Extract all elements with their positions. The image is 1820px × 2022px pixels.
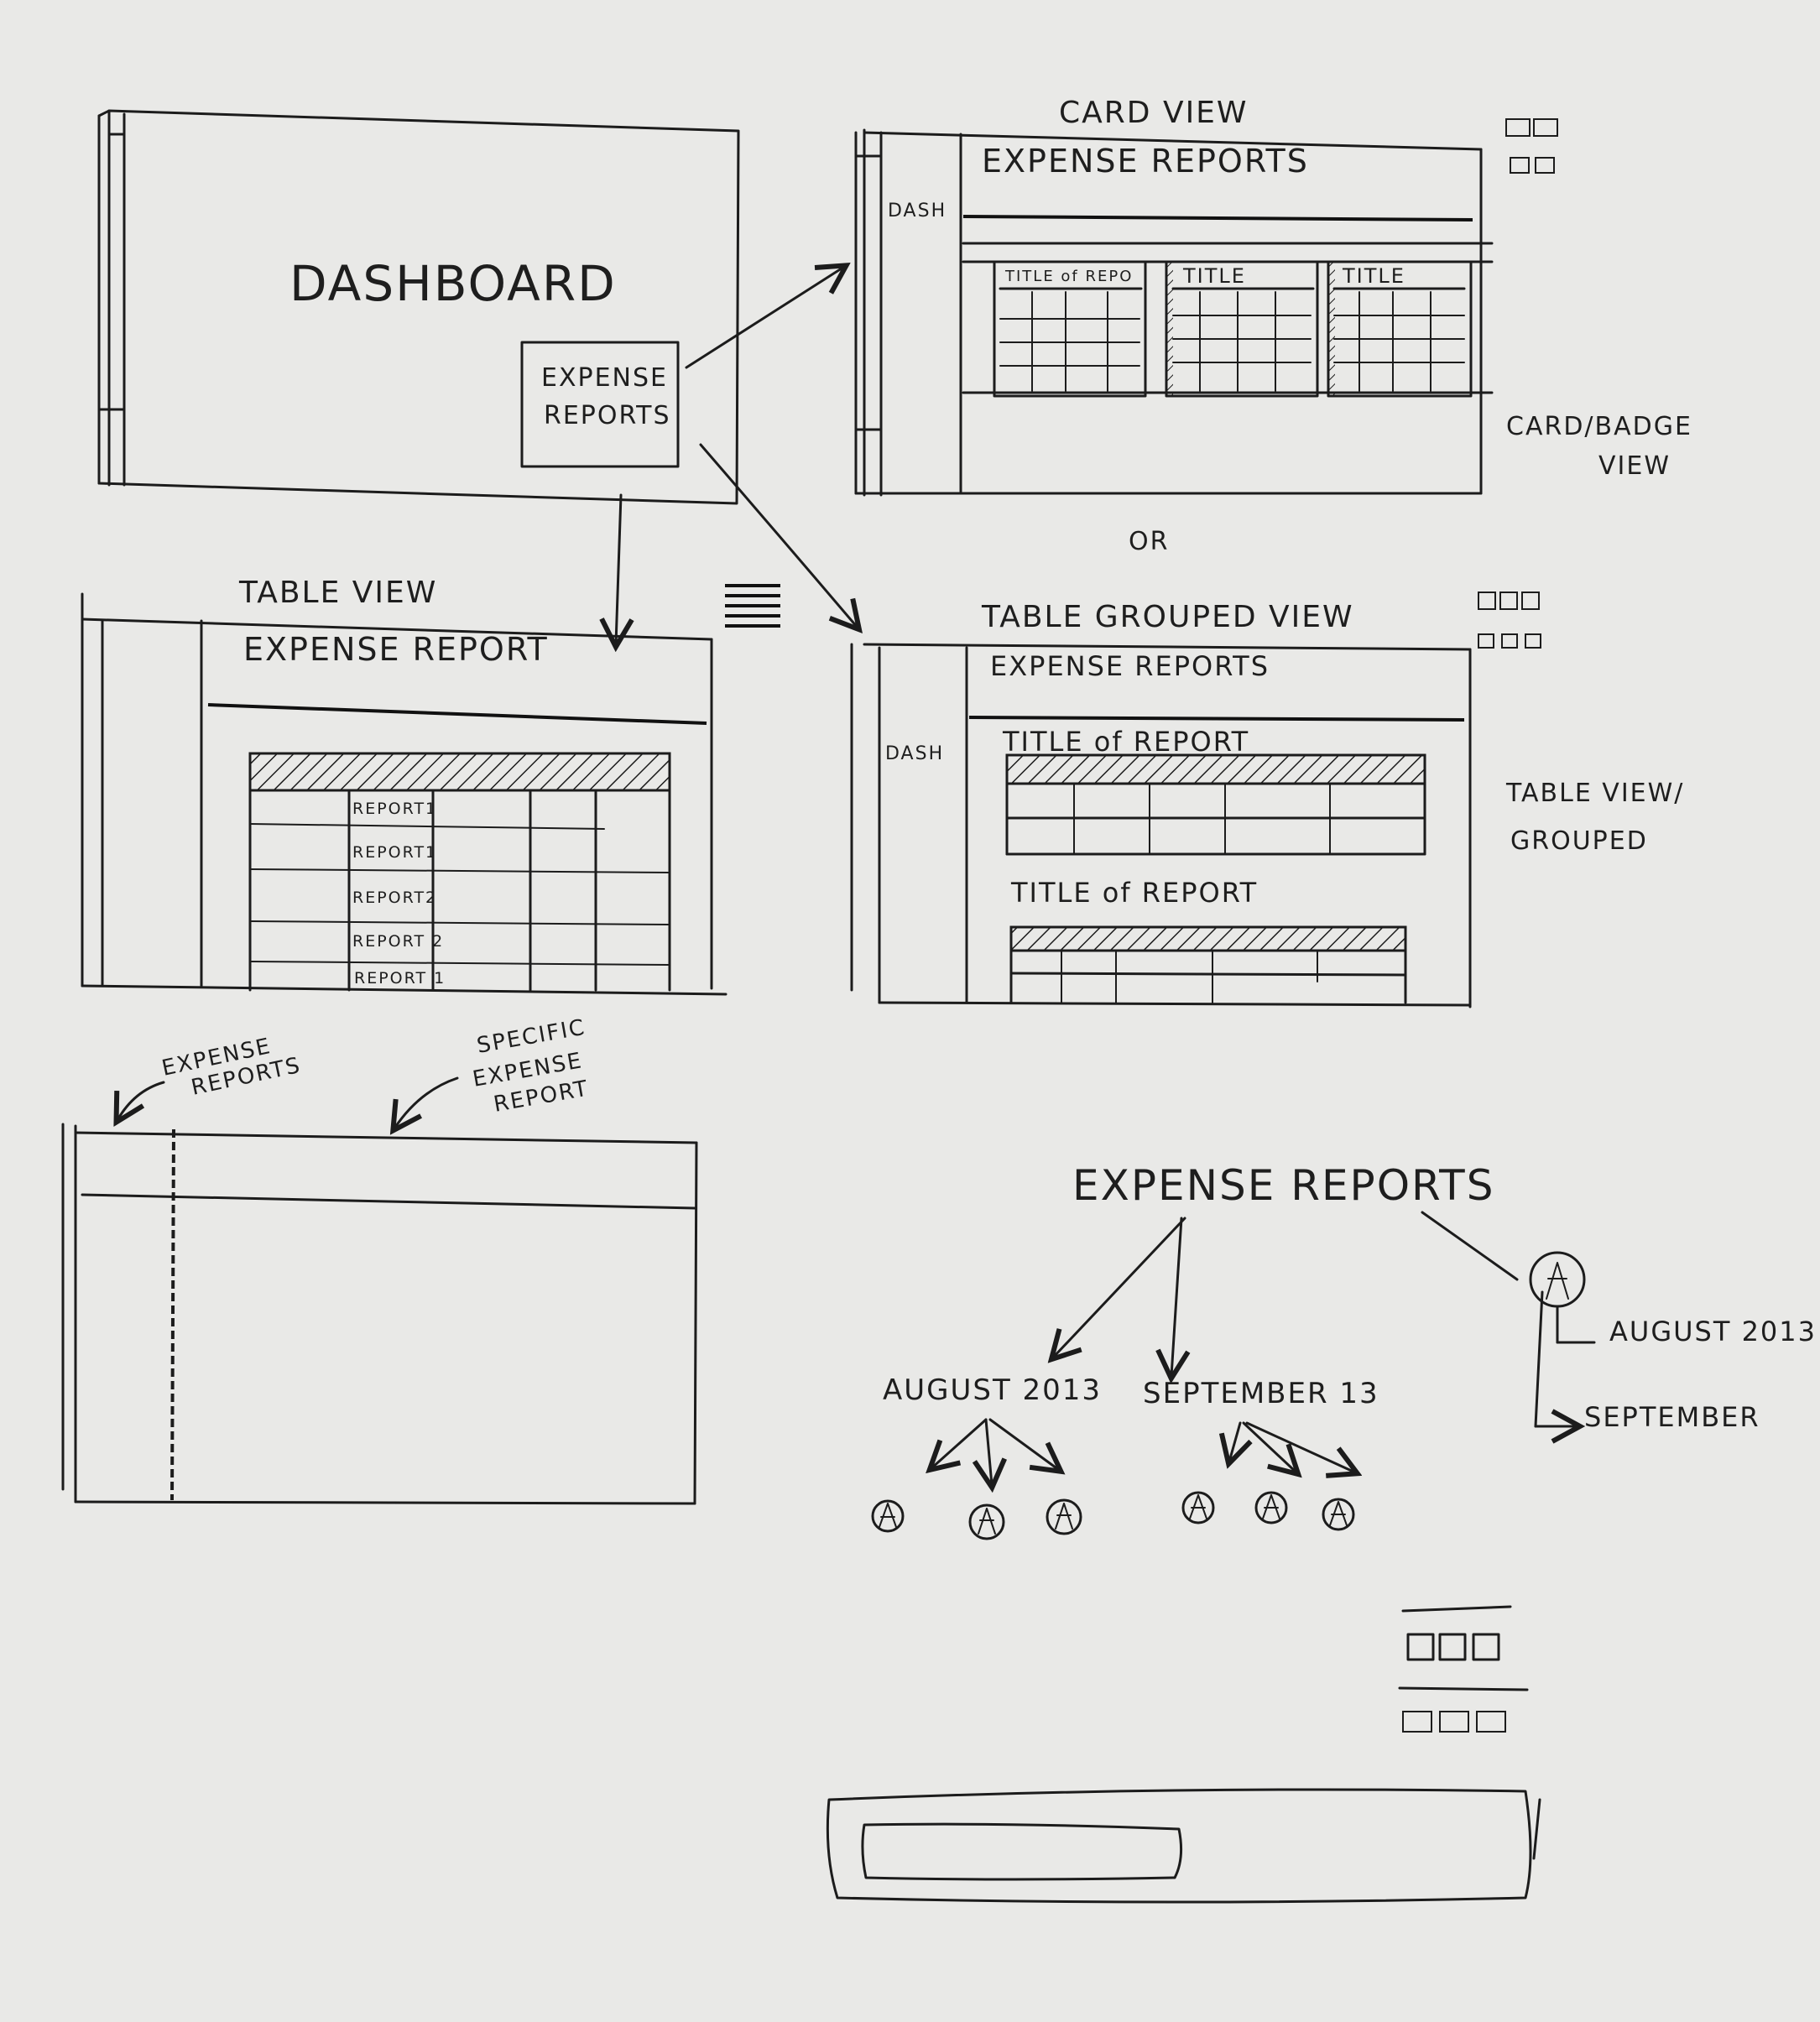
person-icon [968, 1503, 1005, 1540]
card-title: TITLE [1182, 264, 1246, 288]
or-label: OR [1129, 527, 1169, 556]
person-icon [871, 1499, 905, 1533]
flow-arrows [616, 267, 858, 644]
card-view-page-title: EXPENSE REPORTS [982, 143, 1309, 180]
person-icon [1322, 1498, 1355, 1531]
search-bar-sketch [826, 1788, 1541, 1904]
grouped-view-note-line-1: TABLE VIEW/ [1505, 779, 1684, 808]
table-row-label: REPORT2 [352, 889, 437, 907]
person-icon [1529, 1251, 1586, 1308]
table-view-heading: TABLE VIEW [238, 576, 437, 610]
view-toggle-icon [1478, 591, 1541, 649]
table-view-wireframe: TABLE VIEW EXPENSE REPORT R [81, 576, 780, 996]
card-title: TITLE [1342, 264, 1405, 288]
dashboard-wireframe: DASHBOARD EXPENSE REPORTS [97, 109, 740, 505]
person-icon [1046, 1498, 1082, 1535]
expense-reports-tile [520, 341, 680, 468]
card-title: TITLE of REPO [1004, 268, 1133, 285]
hierarchy-month-1: AUGUST 2013 [883, 1373, 1102, 1407]
group-1-title: TITLE of REPORT [1002, 726, 1249, 758]
group-2-title: TITLE of REPORT [1010, 877, 1258, 909]
dashboard-title: DASHBOARD [289, 255, 617, 312]
table-view-page-title: EXPENSE REPORT [243, 631, 549, 668]
grid-view-icon [1406, 1633, 1435, 1661]
grouped-view-heading: TABLE GROUPED VIEW [981, 600, 1354, 634]
person-icon [1254, 1491, 1288, 1524]
grouped-view-note-line-2: GROUPED [1510, 826, 1648, 856]
card-view-nav-label: DASH [888, 201, 947, 221]
tile-line-2: REPORTS [544, 401, 671, 430]
card-view-note-line-2: VIEW [1598, 451, 1671, 481]
group-1-table [1005, 753, 1426, 856]
list-view-icon [725, 584, 780, 628]
hierarchy-sketch: EXPENSE REPORTS AUGUST 2013 SEPTEMBER 13… [871, 1161, 1817, 1540]
hierarchy-month-2: SEPTEMBER 13 [1143, 1377, 1379, 1410]
table-row-label: REPORT 2 [352, 932, 444, 951]
view-toggle-sketch [1398, 1605, 1529, 1733]
detail-view-wireframe: EXPENSE REPORTS SPECIFIC EXPENSE REPORT [61, 1015, 698, 1505]
table-row-label: REPORT1 [352, 800, 437, 818]
hierarchy-root: EXPENSE REPORTS [1072, 1161, 1494, 1210]
card-view-toggle-icon [1505, 118, 1558, 174]
grouped-view-nav-label: DASH [885, 743, 944, 764]
card-view-icon [1439, 1711, 1469, 1733]
report-card: TITLE [1165, 260, 1319, 398]
table-row-label: REPORT1 [352, 843, 437, 862]
tile-line-1: EXPENSE [541, 363, 668, 393]
table-grouped-view-wireframe: TABLE GROUPED VIEW DASH EXPENSE REPORTS … [850, 591, 1684, 1008]
report-card: TITLE [1327, 260, 1473, 398]
side-month-1: AUGUST 2013 [1609, 1316, 1817, 1347]
card-view-heading: CARD VIEW [1059, 96, 1249, 130]
group-2-table [1009, 925, 1407, 1004]
grid-view-icon [1438, 1633, 1467, 1661]
card-view-icon [1402, 1711, 1432, 1733]
side-month-2: SEPTEMBER [1584, 1401, 1760, 1433]
table-row-label: REPORT 1 [354, 969, 446, 988]
person-icon [1181, 1491, 1215, 1524]
card-view-wireframe: CARD VIEW DASH EXPENSE REPORTS TITLE of … [854, 96, 1692, 497]
grouped-view-page-title: EXPENSE REPORTS [990, 650, 1270, 682]
card-view-icon [1476, 1711, 1506, 1733]
card-view-note-line-1: CARD/BADGE [1506, 412, 1692, 441]
grid-view-icon [1472, 1633, 1500, 1661]
report-table: REPORT1 REPORT1 REPORT2 REPORT 2 REPORT … [248, 752, 671, 992]
report-card: TITLE of REPO [993, 260, 1147, 398]
